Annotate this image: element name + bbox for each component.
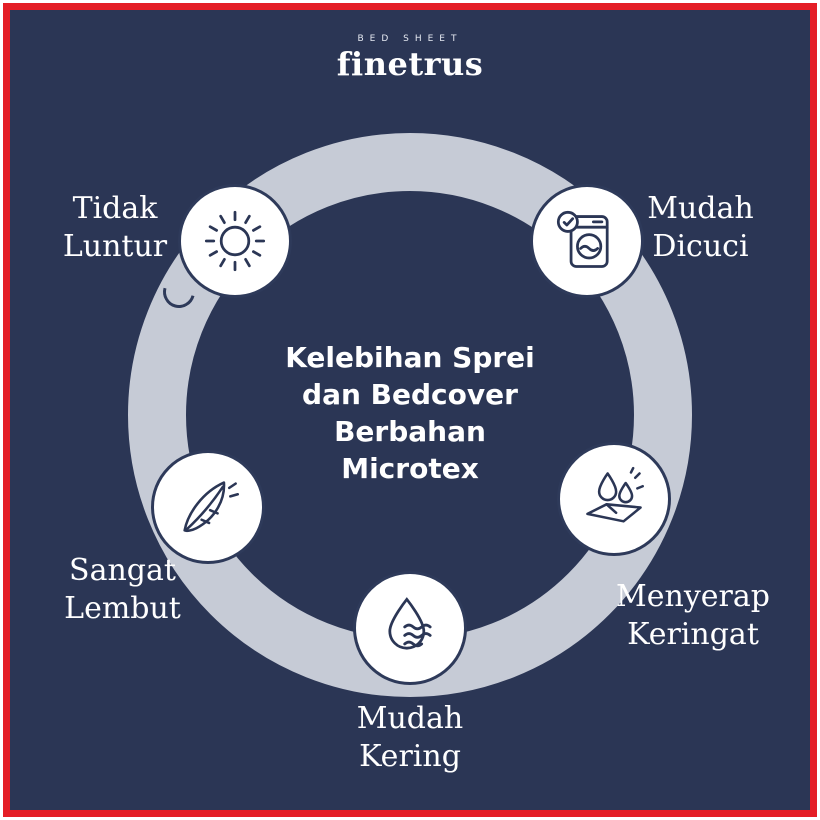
brand-logo: finetrus [336,45,484,83]
brand: BED SHEET finetrus [0,34,820,83]
center-title-line-2: dan Bedcover [302,377,518,411]
label-line: Luntur [62,228,168,264]
label-tidak-luntur: Tidak Luntur [35,190,195,265]
label-line: Lembut [64,590,181,626]
sun-icon [201,207,269,275]
washing-machine-icon [553,207,621,275]
label-line: Mudah [356,701,464,736]
brand-tagline: BED SHEET [357,34,463,44]
label-line: Dicuci [652,228,749,264]
center-title-line-4: Microtex [341,451,479,485]
node-mudah-kering [353,571,467,685]
center-title-line-3: Berbahan [334,414,486,448]
label-line: Menyerap [616,579,770,614]
label-sangat-lembut: Sangat Lembut [40,552,205,627]
label-line: Kering [359,738,461,774]
node-mudah-dicuci [530,184,644,298]
water-drop-icon [376,594,444,662]
label-line: Tidak [72,191,158,226]
feather-icon [174,473,242,541]
label-menyerap-keringat: Menyerap Keringat [593,578,793,653]
label-line: Sangat [69,553,176,588]
sweat-droplets-icon [580,465,648,533]
center-title-line-1: Kelebihan Sprei [285,341,535,374]
label-mudah-dicuci: Mudah Dicuci [618,190,783,265]
center-title: Kelebihan Sprei dan Bedcover Berbahan Mi… [235,340,585,488]
node-sangat-lembut [151,450,265,564]
label-line: Mudah [647,191,754,226]
node-menyerap-keringat [557,442,671,556]
label-mudah-kering: Mudah Kering [330,700,490,775]
label-line: Keringat [627,616,759,652]
node-tidak-luntur [178,184,292,298]
